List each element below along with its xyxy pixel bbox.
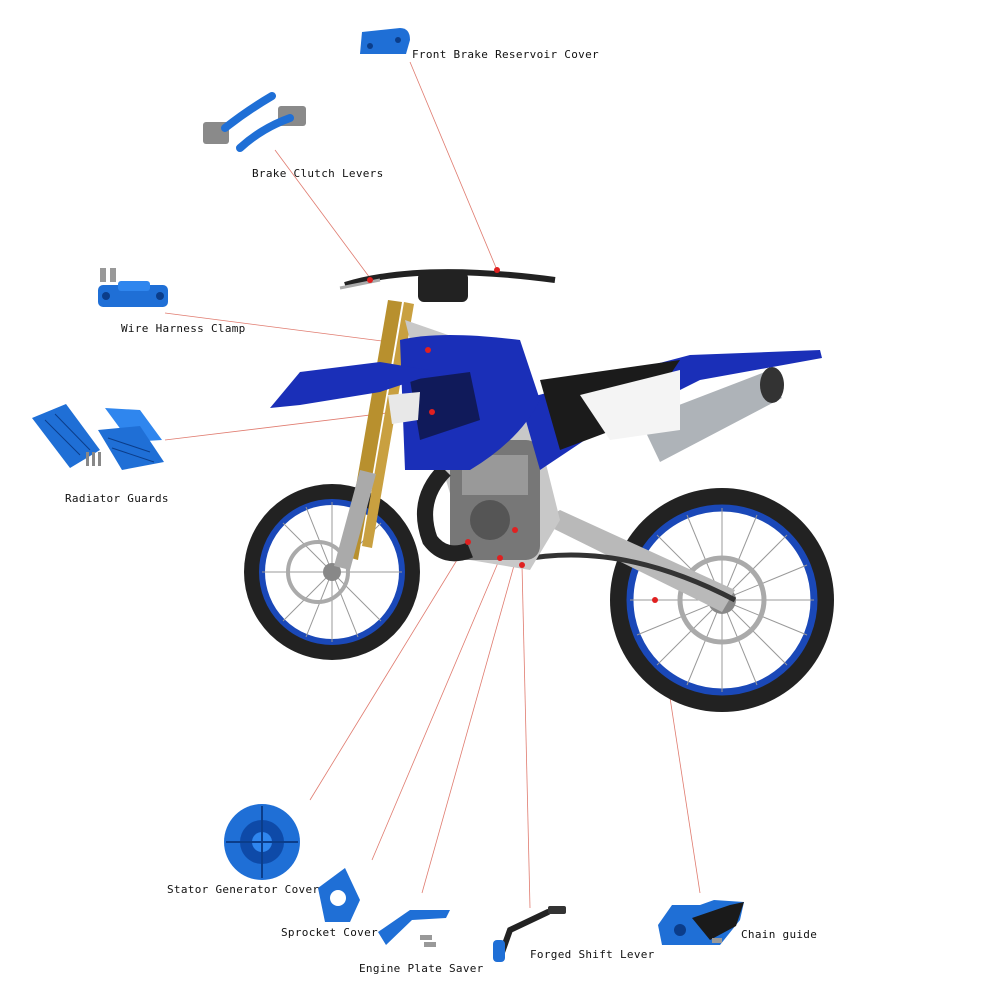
front-fender	[270, 362, 440, 408]
leader-wire-harness-clamp	[164, 312, 391, 343]
handlebar	[339, 269, 556, 302]
radiator-guards-image	[32, 404, 164, 470]
forged-shift-lever-image	[493, 906, 566, 962]
silencer	[640, 372, 782, 462]
brake-clutch-levers-image	[203, 92, 306, 152]
engine-plate-saver-image	[378, 910, 450, 947]
stator-generator-cover-label: Stator Generator Cover	[167, 883, 320, 896]
chain-guide-image	[658, 900, 744, 945]
leader-shift-lever	[521, 564, 531, 909]
shroud-graphic	[410, 372, 480, 440]
leader-brake-clutch-levers	[274, 149, 371, 279]
engine-plate-saver-label: Engine Plate Saver	[359, 962, 484, 975]
leader-lines	[164, 61, 701, 909]
forged-shift-lever-label: Forged Shift Lever	[530, 948, 655, 961]
chain-guide-label: Chain guide	[741, 928, 818, 941]
wire-harness-clamp-label: Wire Harness Clamp	[121, 322, 246, 335]
leader-radiator-guards	[164, 411, 396, 441]
chain	[519, 552, 737, 603]
leader-engine-plate-saver	[421, 561, 516, 894]
brake-clutch-levers-label: Brake Clutch Levers	[252, 167, 384, 180]
stator-generator-cover-image	[224, 804, 300, 880]
wire-harness-clamp-image	[98, 268, 168, 307]
side-panel	[580, 370, 680, 440]
leader-sprocket-cover	[371, 557, 501, 861]
dirt-bike-image	[244, 267, 834, 712]
number-plate	[388, 392, 420, 424]
leader-stator-cover	[309, 541, 469, 801]
sprocket-cover-label: Sprocket Cover	[281, 926, 378, 939]
front-brake-reservoir-cover-image	[360, 28, 410, 54]
sprocket-cover-image	[318, 868, 360, 922]
part-markers	[367, 267, 658, 603]
front-brake-reservoir-cover-label: Front Brake Reservoir Cover	[412, 48, 599, 61]
radiator-guards-label: Radiator Guards	[65, 492, 169, 505]
front-wheel	[244, 484, 420, 660]
leader-front-brake-reservoir	[409, 61, 498, 271]
